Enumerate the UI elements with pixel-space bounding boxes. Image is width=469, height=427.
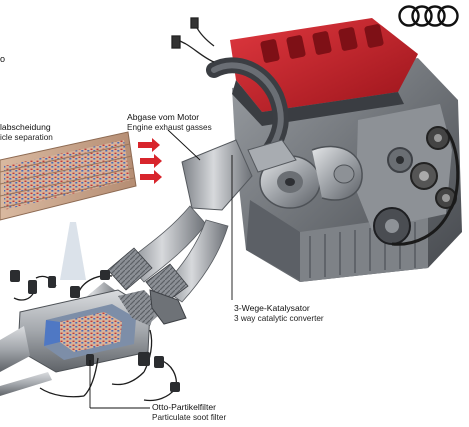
label-separation: labscheidung icle separation (0, 122, 53, 142)
label-catalyst-de: 3-Wege-Katalysator (234, 303, 310, 313)
particulate-filter (0, 289, 187, 396)
label-filter-de: Otto-Partikelfilter (152, 402, 216, 412)
filter-cell-cutaway (0, 131, 162, 221)
label-catalyst-en: 3 way catalytic converter (234, 313, 324, 323)
label-exhaust-en: Engine exhaust gasses (127, 122, 212, 132)
turbocharger (247, 139, 363, 209)
label-separation-de: labscheidung (0, 122, 51, 132)
leader-lines (89, 129, 233, 409)
filter-highlight-beam (60, 222, 86, 280)
label-exhaust-gasses: Abgase vom Motor Engine exhaust gasses (127, 112, 212, 132)
sensor-housings (10, 270, 180, 392)
label-exhaust-de: Abgase vom Motor (127, 112, 200, 122)
belt-drive (373, 126, 460, 246)
label-separation-en: icle separation (0, 132, 53, 142)
edge-mark: o (0, 54, 6, 64)
label-filter-en: Particulate soot filter (152, 412, 227, 422)
intake-pipe (206, 57, 289, 158)
label-soot-filter: Otto-Partikelfilter Particulate soot fil… (152, 402, 227, 422)
engine-wiring (171, 17, 215, 63)
audi-rings-logo (398, 5, 459, 27)
label-catalytic-converter: 3-Wege-Katalysator 3 way catalytic conve… (234, 303, 324, 323)
